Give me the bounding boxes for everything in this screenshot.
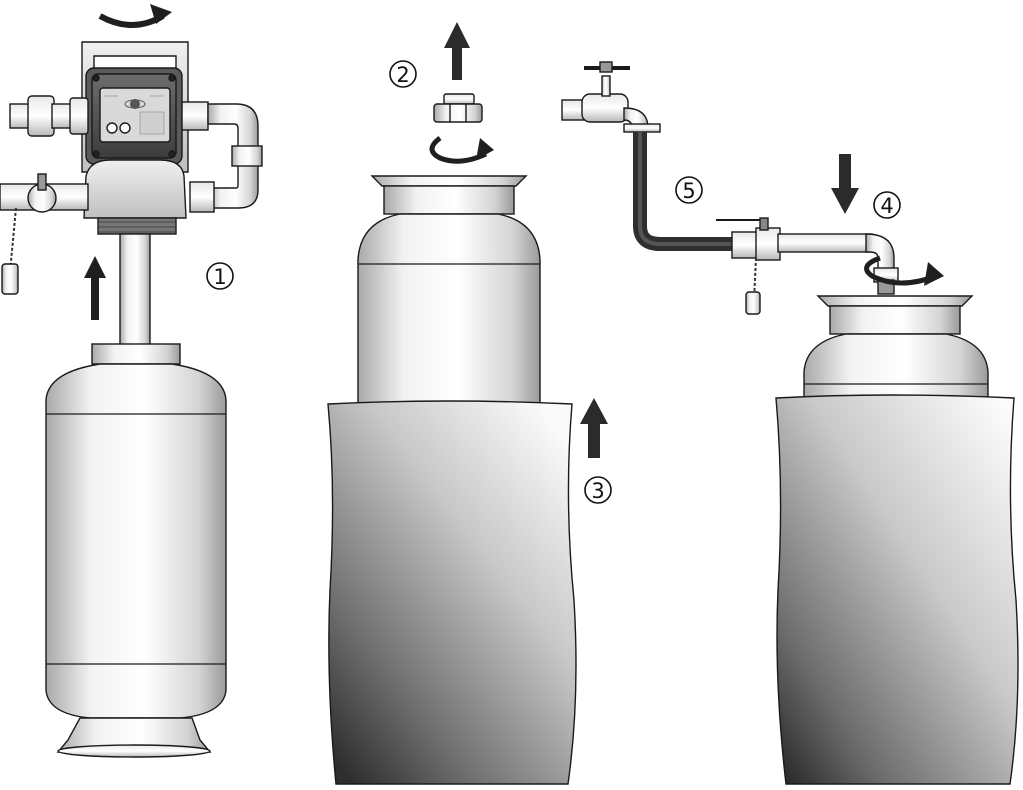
stage-2-3-tank: 2 3: [327, 22, 612, 785]
insulating-sleeve: [327, 400, 577, 785]
valve-body: [83, 159, 187, 219]
step-4-label: 4: [880, 194, 893, 218]
rinse-ball-valve: [716, 217, 899, 315]
rotate-arrow-icon: [864, 255, 944, 286]
bypass-valve: [0, 173, 89, 295]
insulating-sleeve: [775, 394, 1019, 785]
inlet-fitting: [9, 95, 89, 137]
step-2-label: 2: [396, 63, 409, 87]
down-arrow-icon: [831, 154, 859, 214]
up-arrow-icon: [580, 398, 608, 458]
filter-tank: [45, 343, 227, 758]
rotate-arrow-icon: [429, 136, 494, 164]
step-3-label: 3: [591, 479, 604, 503]
riser-tube: [119, 233, 151, 347]
faucet: [561, 61, 661, 133]
outlet-elbow: [181, 101, 263, 213]
stage-1-filter-assembly: 1: [0, 4, 263, 758]
step-5-label: 5: [682, 179, 695, 203]
step-3-circle: [584, 476, 612, 504]
up-arrow-icon: [84, 256, 106, 320]
step-2-circle: [389, 60, 417, 88]
rotate-arrow-icon: [98, 4, 172, 28]
display-panel: [99, 87, 171, 143]
step-4-circle: [873, 191, 901, 219]
step-1-label: 1: [213, 265, 226, 289]
step-5-circle: [675, 176, 703, 204]
step-1-circle: [206, 262, 234, 290]
stage-4-5-rinse: 5 4: [561, 61, 1019, 785]
up-arrow-icon: [444, 22, 470, 80]
hex-nut: [433, 93, 483, 123]
